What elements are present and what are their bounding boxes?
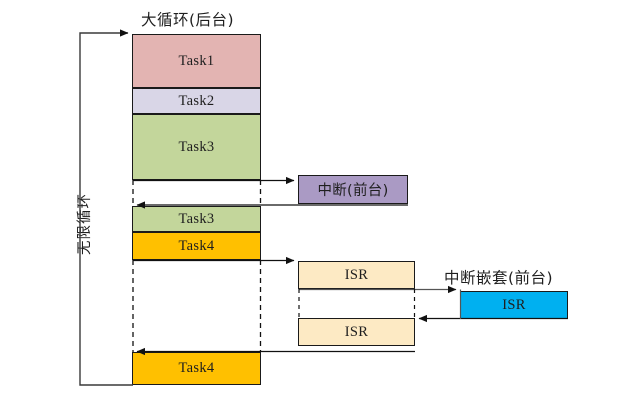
task-block-label: Task4	[178, 237, 215, 254]
isr-block-upper: ISR	[298, 261, 415, 289]
task-block-label: Task1	[178, 52, 215, 69]
isr-block-label: ISR	[344, 266, 369, 283]
task-block-task1: Task1	[132, 34, 261, 88]
isr-block-label: ISR	[502, 296, 526, 313]
isr-column-dashed-guides	[298, 289, 416, 318]
task-block-label: Task3	[178, 138, 215, 155]
task-block-task4-first: Task4	[132, 232, 261, 260]
isr-block-lower: ISR	[298, 318, 415, 346]
background-loop-title: 大循环(后台)	[141, 11, 235, 29]
nested-interrupt-title: 中断嵌套(前台)	[444, 269, 554, 287]
task-block-label: Task2	[178, 92, 215, 109]
task-block-task3-first: Task3	[132, 114, 261, 180]
isr-block-nested: ISR	[460, 291, 568, 319]
task-block-label: Task4	[178, 360, 215, 376]
isr-block-label: ISR	[344, 323, 369, 340]
infinite-loop-label: 无限循环	[77, 193, 93, 255]
task-block-label: Task3	[178, 210, 215, 227]
task-block-task2: Task2	[132, 88, 261, 114]
task-block-task3-resumed: Task3	[132, 206, 261, 232]
interrupt-block: 中断(前台)	[298, 175, 408, 204]
interrupt-block-label: 中断(前台)	[317, 183, 389, 199]
task-block-task4-resumed: Task4	[132, 352, 261, 385]
